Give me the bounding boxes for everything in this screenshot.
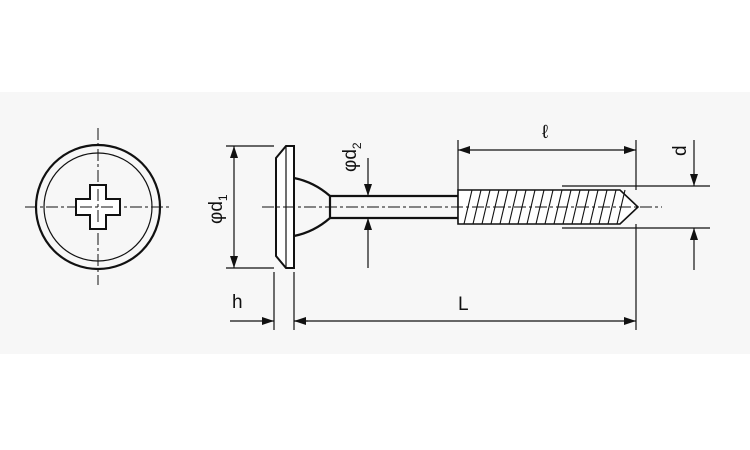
thread-crest-line — [544, 189, 554, 225]
drawing-background — [0, 92, 750, 354]
head-diameter-label: φd1 — [206, 194, 230, 224]
dim-shank-diameter: φd2 — [340, 142, 372, 268]
thread-crest-line — [508, 189, 518, 225]
dim-overall-length: L — [294, 224, 637, 330]
thread-crest-line — [481, 189, 491, 225]
shank-diameter-label: φd2 — [340, 142, 364, 172]
screw-side-view — [262, 145, 662, 269]
dim-head-diameter: φd1 — [206, 145, 274, 269]
thread-crest-line — [571, 189, 581, 225]
overall-length-label: L — [458, 294, 469, 315]
head-top-view — [25, 128, 172, 285]
screw-thread-body — [457, 189, 640, 225]
head-height-label: h — [232, 292, 243, 313]
dim-thread-length: ℓ — [457, 122, 637, 190]
thread-crest-line — [607, 189, 617, 225]
thread-diameter-label: d — [670, 145, 691, 156]
thread-length-label: ℓ — [542, 122, 548, 143]
